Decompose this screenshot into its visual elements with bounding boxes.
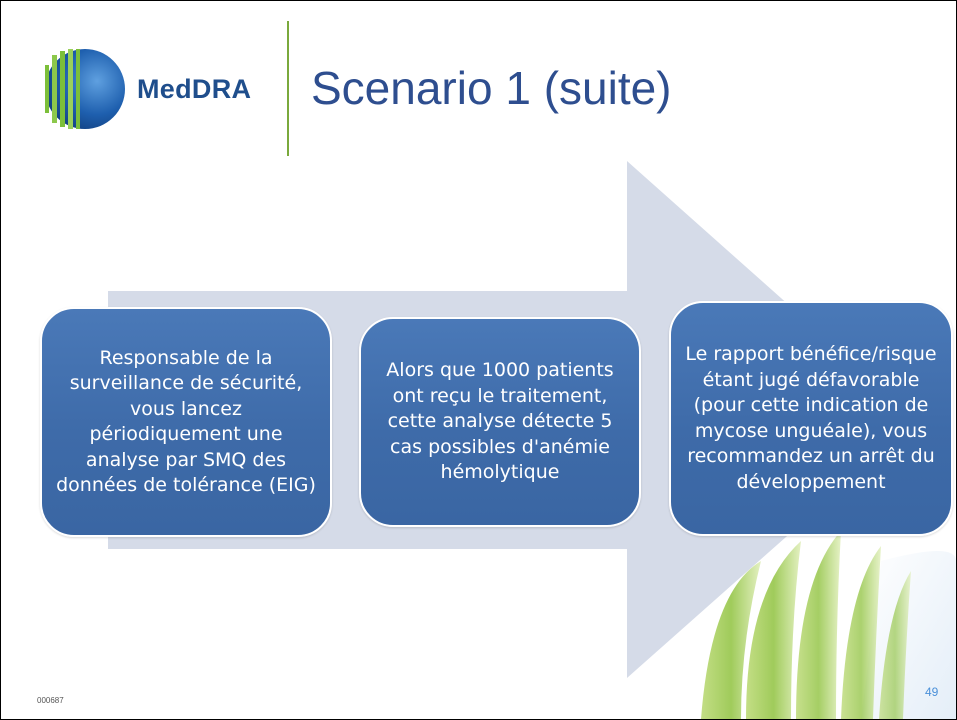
page-number: 49 [925,685,939,699]
step-box-1-text: Responsable de la surveillance de sécuri… [56,346,316,497]
meddra-logo: MedDRA [37,45,287,155]
title-divider [287,21,289,156]
step-box-2: Alors que 1000 patients ont reçu le trai… [359,317,641,527]
step-box-3-text: Le rapport bénéfice/risque étant jugé dé… [685,343,937,493]
slide-title: Scenario 1 (suite) [311,62,672,114]
step-box-1: Responsable de la surveillance de sécuri… [40,307,332,537]
step-box-2-text: Alors que 1000 patients ont reçu le trai… [386,359,614,484]
meddra-globe-icon [45,49,125,129]
step-box-3: Le rapport bénéfice/risque étant jugé dé… [669,301,953,536]
logo-text: MedDRA [137,74,252,104]
footer-code: 000687 [37,696,64,705]
